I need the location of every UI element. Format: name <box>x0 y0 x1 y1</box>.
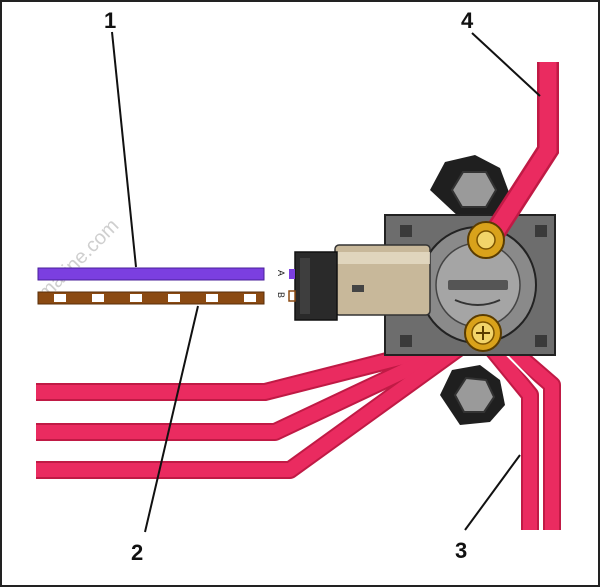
red-wire-4 <box>480 62 559 246</box>
pin-label-a: A <box>276 270 286 276</box>
pin-label-b: B <box>276 292 286 298</box>
red-cable-bundle <box>36 331 561 530</box>
leader-lines <box>111 31 541 533</box>
leader-line-1 <box>111 31 137 268</box>
hex-nut-icon <box>430 155 510 218</box>
solenoid <box>288 155 556 425</box>
battery-terminal-icon <box>467 221 505 259</box>
pin-a-wire-stub <box>289 269 295 279</box>
leader-line-3 <box>464 454 521 531</box>
hex-nut-icon <box>440 365 505 425</box>
leader-line-2 <box>144 305 199 533</box>
pin-b-wire-stub <box>288 290 296 302</box>
brown-white-wire <box>37 291 265 305</box>
callout-1: 1 <box>104 8 116 33</box>
purple-wire <box>37 267 265 281</box>
leader-line-4 <box>471 32 541 97</box>
callout-4: 4 <box>461 8 474 33</box>
callout-2: 2 <box>131 540 143 565</box>
callout-3: 3 <box>455 538 467 563</box>
battery-terminal-icon <box>464 314 502 352</box>
connector-plug-icon <box>294 251 338 321</box>
